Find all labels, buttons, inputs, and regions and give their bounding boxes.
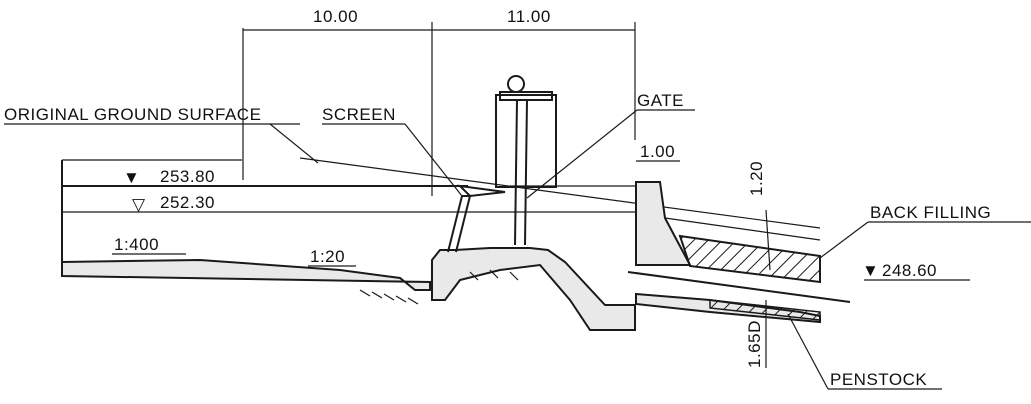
- penstock-hatch: [709, 299, 821, 321]
- lower-water-level-symbol: ▽: [132, 195, 146, 214]
- upper-water-level-symbol: ▼: [123, 168, 140, 187]
- ground-hatch-mid: [469, 269, 519, 281]
- ground-surface-right: [664, 217, 821, 241]
- upper-water-level: 253.80: [160, 167, 215, 186]
- ground-hatch-left: [359, 289, 419, 305]
- headwall: [635, 181, 692, 266]
- intake-base: [431, 247, 636, 331]
- wall-width-dimension: 1.00: [640, 142, 675, 161]
- slope-depth-line: [765, 209, 771, 271]
- gate-arrow: [526, 109, 638, 199]
- top-dimension-lines: [242, 22, 636, 196]
- screen-top-slab: [457, 184, 506, 198]
- back-filling-area: [678, 234, 821, 284]
- back-filling-label: BACK FILLING: [870, 203, 991, 222]
- gate-rod-1: [514, 99, 518, 246]
- transition-slope: 1:20: [310, 247, 345, 266]
- span-2-dimension: 11.00: [507, 7, 551, 26]
- original-ground-label: ORIGINAL GROUND SURFACE: [4, 105, 261, 124]
- gate-rod-2: [524, 99, 528, 246]
- channel-bed: [61, 258, 431, 291]
- water-lines: [61, 157, 821, 270]
- channel-slope: 1:400: [114, 235, 159, 254]
- lower-water-level: 252.30: [160, 193, 215, 212]
- outlet-water-level-symbol: ▼: [862, 261, 879, 280]
- penstock-label: PENSTOCK: [830, 370, 927, 389]
- screen-label: SCREEN: [322, 105, 396, 124]
- back-filling-arrow: [819, 221, 869, 259]
- span-1-dimension: 10.00: [313, 7, 358, 26]
- penstock-arrow: [787, 313, 829, 390]
- outlet-water-level: 248.60: [882, 261, 937, 280]
- original-ground-arrow: [269, 123, 319, 164]
- slope-depth-dimension: 1.20: [747, 161, 766, 196]
- gate-hoist-icon: [507, 75, 525, 93]
- screen-arrow: [404, 123, 463, 197]
- pipe-diameter: 1.65D: [745, 320, 764, 368]
- penstock-top: [627, 271, 851, 303]
- gate-label: GATE: [637, 91, 684, 110]
- screen-bars: [447, 195, 471, 253]
